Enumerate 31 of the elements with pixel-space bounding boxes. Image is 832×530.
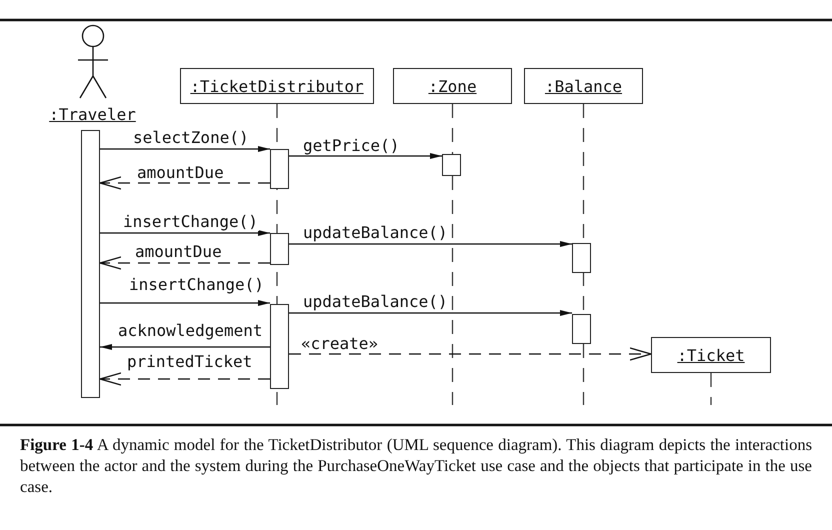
activation-bar (270, 233, 289, 265)
object-box (651, 337, 771, 373)
message-arrow (100, 344, 270, 350)
message-arrow (100, 300, 270, 306)
object-name: :Ticket (677, 346, 745, 364)
object-name: :TicketDistributor (190, 76, 364, 96)
activation-bar (270, 149, 289, 189)
message-label: insertChange() (122, 212, 259, 231)
return-message-arrow (99, 372, 270, 386)
message-arrow (289, 241, 572, 247)
object-box (524, 68, 643, 104)
object-box (393, 68, 512, 104)
message-label: acknowledgement (117, 321, 264, 340)
message-arrow (289, 310, 572, 316)
actor-name: :Traveler (48, 105, 137, 124)
activation-bar (442, 154, 461, 176)
object-name: :Balance (544, 76, 622, 96)
return-message-arrow (99, 176, 270, 190)
activation-bar (81, 130, 100, 398)
message-arrow (100, 230, 270, 236)
return-message-arrow (99, 256, 270, 270)
activation-bar (572, 243, 591, 273)
figure-caption: Figure 1-4 A dynamic model for the TicketDistributor (UML sequence diagram). This diagram depicts the interactions between the actor and the system during the PurchaseOneWayTicket use case and the objects that participate in the use case. (20, 434, 812, 497)
object-name: :Zone (428, 76, 477, 96)
object-box (180, 68, 374, 104)
return-message-arrow (289, 347, 652, 361)
message-arrow (289, 153, 442, 159)
message-label: printedTicket (126, 352, 254, 371)
message-arrow (100, 146, 270, 152)
activation-bar (572, 314, 591, 344)
activation-bar (270, 304, 289, 389)
